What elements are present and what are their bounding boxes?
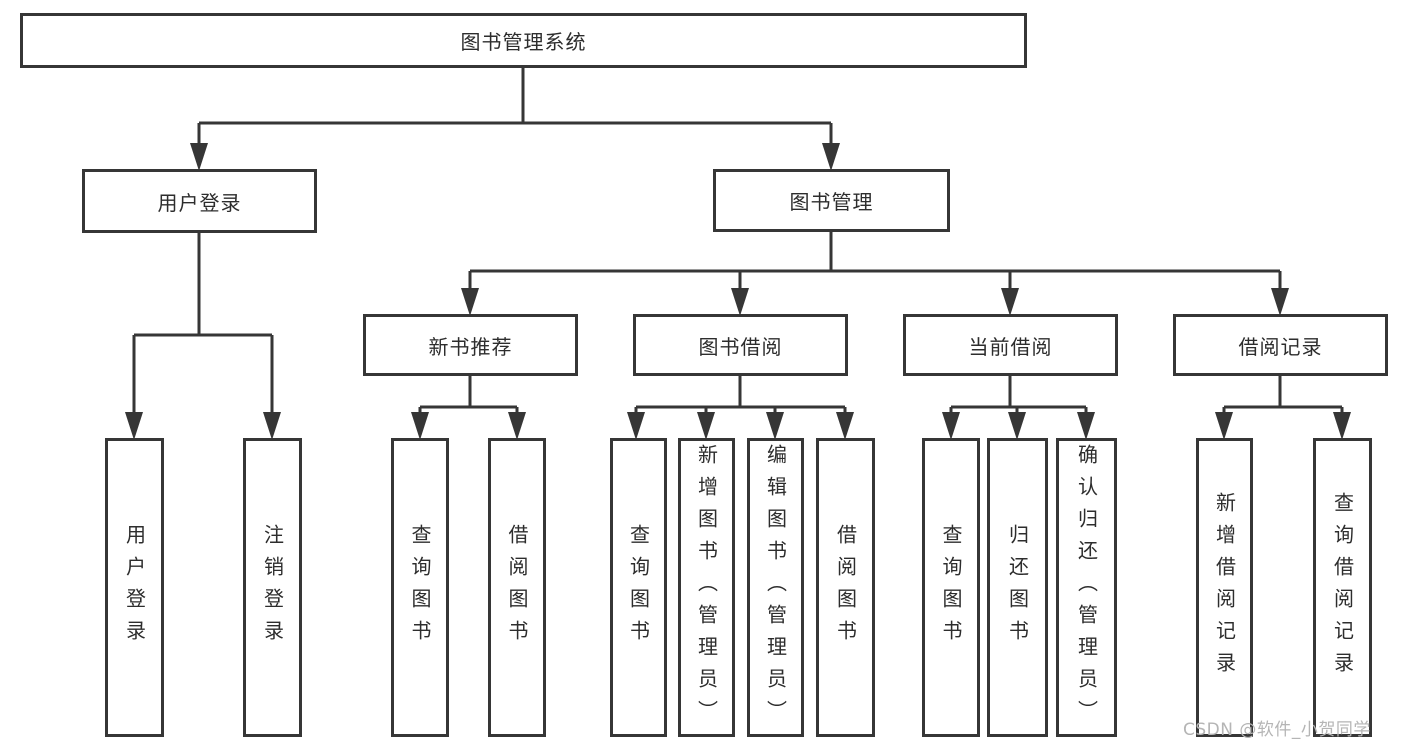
leaf-cb-return-books-label: 归还图书 xyxy=(1005,523,1030,652)
node-book-borrowing: 图书借阅 xyxy=(633,314,848,376)
leaf-nb-query-books-label: 查询图书 xyxy=(408,523,432,652)
leaf-cb-query-books: 查询图书 xyxy=(922,438,980,737)
leaf-nb-query-books: 查询图书 xyxy=(391,438,449,737)
leaf-bb-query-books-label: 查询图书 xyxy=(626,523,651,652)
leaf-br-query-borrow-record-label: 查询借阅记录 xyxy=(1330,491,1355,684)
node-user-login-label: 用户登录 xyxy=(157,190,242,215)
node-root-label: 图书管理系统 xyxy=(460,30,587,54)
leaf-logout: 注销登录 xyxy=(243,438,302,737)
leaf-br-add-borrow-record: 新增借阅记录 xyxy=(1196,438,1253,737)
leaf-cb-return-books: 归还图书 xyxy=(987,438,1048,737)
node-borrowing-records-label: 借阅记录 xyxy=(1238,334,1323,359)
csdn-watermark: CSDN @软件_小贺同学 xyxy=(1183,720,1371,740)
node-current-borrowing-label: 当前借阅 xyxy=(968,334,1053,359)
leaf-user-login-label: 用户登录 xyxy=(122,523,147,652)
leaf-cb-confirm-return-admin-label: 确认归还（管理员） xyxy=(1074,443,1099,732)
leaf-nb-borrow-books: 借阅图书 xyxy=(488,438,546,737)
leaf-bb-add-books-admin-label: 新增图书（管理员） xyxy=(694,443,719,732)
leaf-bb-borrow-books-label: 借阅图书 xyxy=(833,523,858,652)
leaf-bb-edit-books-admin-label: 编辑图书（管理员） xyxy=(763,443,788,732)
node-new-book-recommendation: 新书推荐 xyxy=(363,314,578,376)
leaf-bb-borrow-books: 借阅图书 xyxy=(816,438,875,737)
leaf-nb-borrow-books-label: 借阅图书 xyxy=(505,523,529,652)
leaf-br-query-borrow-record: 查询借阅记录 xyxy=(1313,438,1372,737)
node-book-management: 图书管理 xyxy=(713,169,950,232)
node-new-book-recommendation-label: 新书推荐 xyxy=(428,334,513,359)
leaf-logout-label: 注销登录 xyxy=(260,523,285,652)
leaf-user-login: 用户登录 xyxy=(105,438,164,737)
node-current-borrowing: 当前借阅 xyxy=(903,314,1118,376)
leaf-bb-edit-books-admin: 编辑图书（管理员） xyxy=(747,438,804,737)
node-book-management-label: 图书管理 xyxy=(789,190,874,214)
node-root: 图书管理系统 xyxy=(20,13,1027,68)
node-borrowing-records: 借阅记录 xyxy=(1173,314,1388,376)
node-user-login: 用户登录 xyxy=(82,169,317,233)
leaf-cb-query-books-label: 查询图书 xyxy=(939,523,963,652)
leaf-br-add-borrow-record-label: 新增借阅记录 xyxy=(1212,491,1237,684)
leaf-bb-query-books: 查询图书 xyxy=(610,438,667,737)
node-book-borrowing-label: 图书借阅 xyxy=(698,334,783,359)
leaf-cb-confirm-return-admin: 确认归还（管理员） xyxy=(1056,438,1117,737)
leaf-bb-add-books-admin: 新增图书（管理员） xyxy=(678,438,735,737)
